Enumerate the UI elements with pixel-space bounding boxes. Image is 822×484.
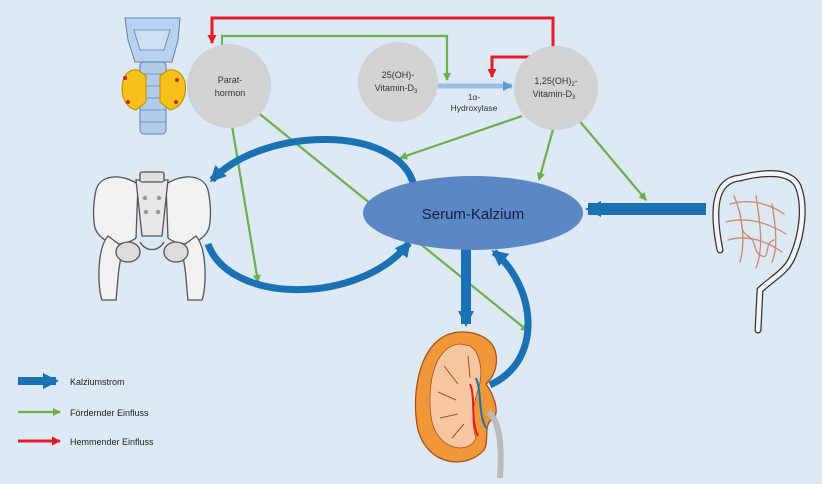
flow-kidney-to-serum xyxy=(488,249,532,389)
intestine-icon xyxy=(712,170,806,334)
parathormon-node: Parat- hormon xyxy=(187,44,271,128)
inhibiting-arrows xyxy=(207,16,555,78)
arrow-calcitriol-to-bone xyxy=(399,114,523,160)
calcidiol-line1: 25(OH)- xyxy=(382,70,415,80)
calcidiol-line2: Vitamin-D3 xyxy=(375,83,418,95)
svg-text:Hydroxylase: Hydroxylase xyxy=(451,103,498,113)
legend-inhibiting: Hemmender Einfluss xyxy=(18,436,154,447)
kidney-icon xyxy=(414,331,504,479)
parathormon-line2: hormon xyxy=(215,88,246,98)
legend-promoting: Fördernder Einfluss xyxy=(18,408,149,418)
svg-text:1α-: 1α- xyxy=(468,92,481,102)
calcitriol-line2: Vitamin-D3 xyxy=(533,89,576,101)
legend-calcium-flow: Kalziumstrom xyxy=(18,373,125,389)
arrow-calcitriol-to-intestine xyxy=(576,117,647,201)
calcitriol-line1: 1,25(OH)2- xyxy=(534,76,577,88)
calcium-flows xyxy=(204,136,706,389)
arrow-calcitriol-inhibits-hydroxylase xyxy=(487,55,530,78)
calcitriol-node: 1,25(OH)2- Vitamin-D3 xyxy=(514,46,598,130)
legend-calcium-flow-label: Kalziumstrom xyxy=(70,377,125,387)
legend-promoting-label: Fördernder Einfluss xyxy=(70,408,149,418)
flow-bone-to-serum xyxy=(204,240,412,293)
arrow-calcitriol-to-serum xyxy=(537,125,556,181)
thyroid-parathyroid-icon xyxy=(121,17,186,135)
flow-serum-to-bone xyxy=(209,136,418,188)
serum-calcium-node: Serum-Kalzium xyxy=(363,176,583,250)
calcidiol-node: 25(OH)- Vitamin-D3 xyxy=(358,42,438,122)
serum-calcium-label: Serum-Kalzium xyxy=(422,206,525,223)
arrow-calcitriol-inhibits-pth xyxy=(207,16,555,50)
arrow-pth-to-bone xyxy=(230,125,261,283)
legend: Kalziumstrom Fördernder Einfluss Hemmend… xyxy=(18,373,154,447)
legend-inhibiting-label: Hemmender Einfluss xyxy=(70,437,154,447)
promoting-arrows xyxy=(220,34,647,332)
parathormon-line1: Parat- xyxy=(218,75,243,85)
hydroxylase-label: 1α- Hydroxylase xyxy=(451,92,498,113)
pelvis-bone-icon xyxy=(92,171,212,301)
